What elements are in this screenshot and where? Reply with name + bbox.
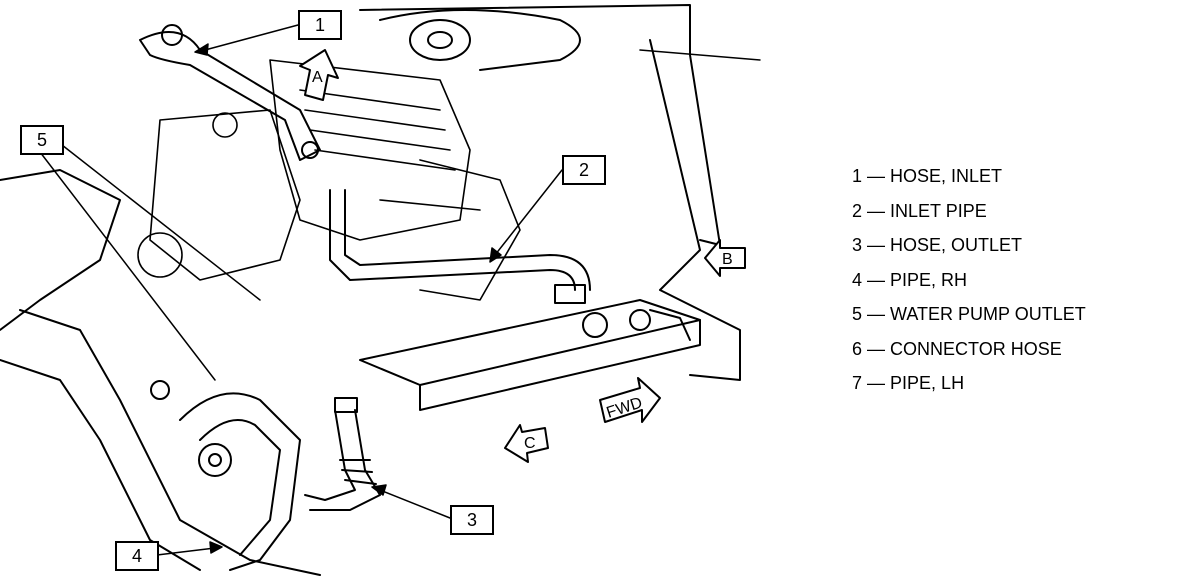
body-panels [0, 4, 761, 576]
legend-number: 7 [852, 373, 863, 393]
view-arrow-b: B [704, 239, 746, 277]
legend-label: CONNECTOR HOSE [890, 338, 1062, 359]
legend-number: 2 [852, 200, 863, 221]
view-arrow-a: A [299, 49, 339, 101]
legend-number: 5 [852, 304, 863, 324]
legend-item: 7 — PIPE, LH [852, 373, 965, 393]
legend-number: 1 [852, 166, 863, 186]
legend-item: 2 — INLET PIPE [852, 200, 987, 221]
pipe-rh [150, 380, 301, 571]
legend-item: 1 — HOSE, INLET [852, 166, 1003, 186]
view-arrow-c: C [504, 424, 549, 463]
legend-item: 6 — CONNECTOR HOSE [852, 338, 1062, 359]
view-label-c: C [524, 435, 536, 452]
legend-label: WATER PUMP OUTLET [890, 304, 1086, 324]
parts-legend: 1 — HOSE, INLET 2 — INLET PIPE 3 — HOSE,… [852, 166, 1086, 408]
engine-block [137, 59, 521, 301]
legend-number: 4 [852, 269, 863, 290]
view-label-a: A [312, 69, 323, 86]
legend-label: PIPE, LH [890, 373, 965, 393]
legend-label: PIPE, RH [890, 269, 968, 290]
fwd-arrow: FWD [599, 377, 661, 423]
view-label-b: B [722, 251, 733, 268]
legend-label: HOSE, INLET [890, 166, 1003, 186]
hose-inlet [139, 24, 321, 161]
legend-item: 5 — WATER PUMP OUTLET [852, 304, 1086, 324]
legend-label: INLET PIPE [890, 200, 987, 221]
callout-1: 1 [298, 10, 342, 40]
callout-5: 5 [20, 125, 64, 155]
inlet-pipe [329, 189, 591, 304]
legend-number: 3 [852, 235, 863, 255]
legend-item: 3 — HOSE, OUTLET [852, 235, 1023, 255]
legend-number: 6 [852, 338, 863, 359]
crossmember [359, 299, 701, 411]
callout-3: 3 [450, 505, 494, 535]
legend-label: HOSE, OUTLET [890, 235, 1023, 255]
hose-outlet [304, 397, 381, 511]
callout-4: 4 [115, 541, 159, 571]
callout-2: 2 [562, 155, 606, 185]
leader-lines [39, 24, 563, 556]
legend-item: 4 — PIPE, RH [852, 269, 968, 290]
